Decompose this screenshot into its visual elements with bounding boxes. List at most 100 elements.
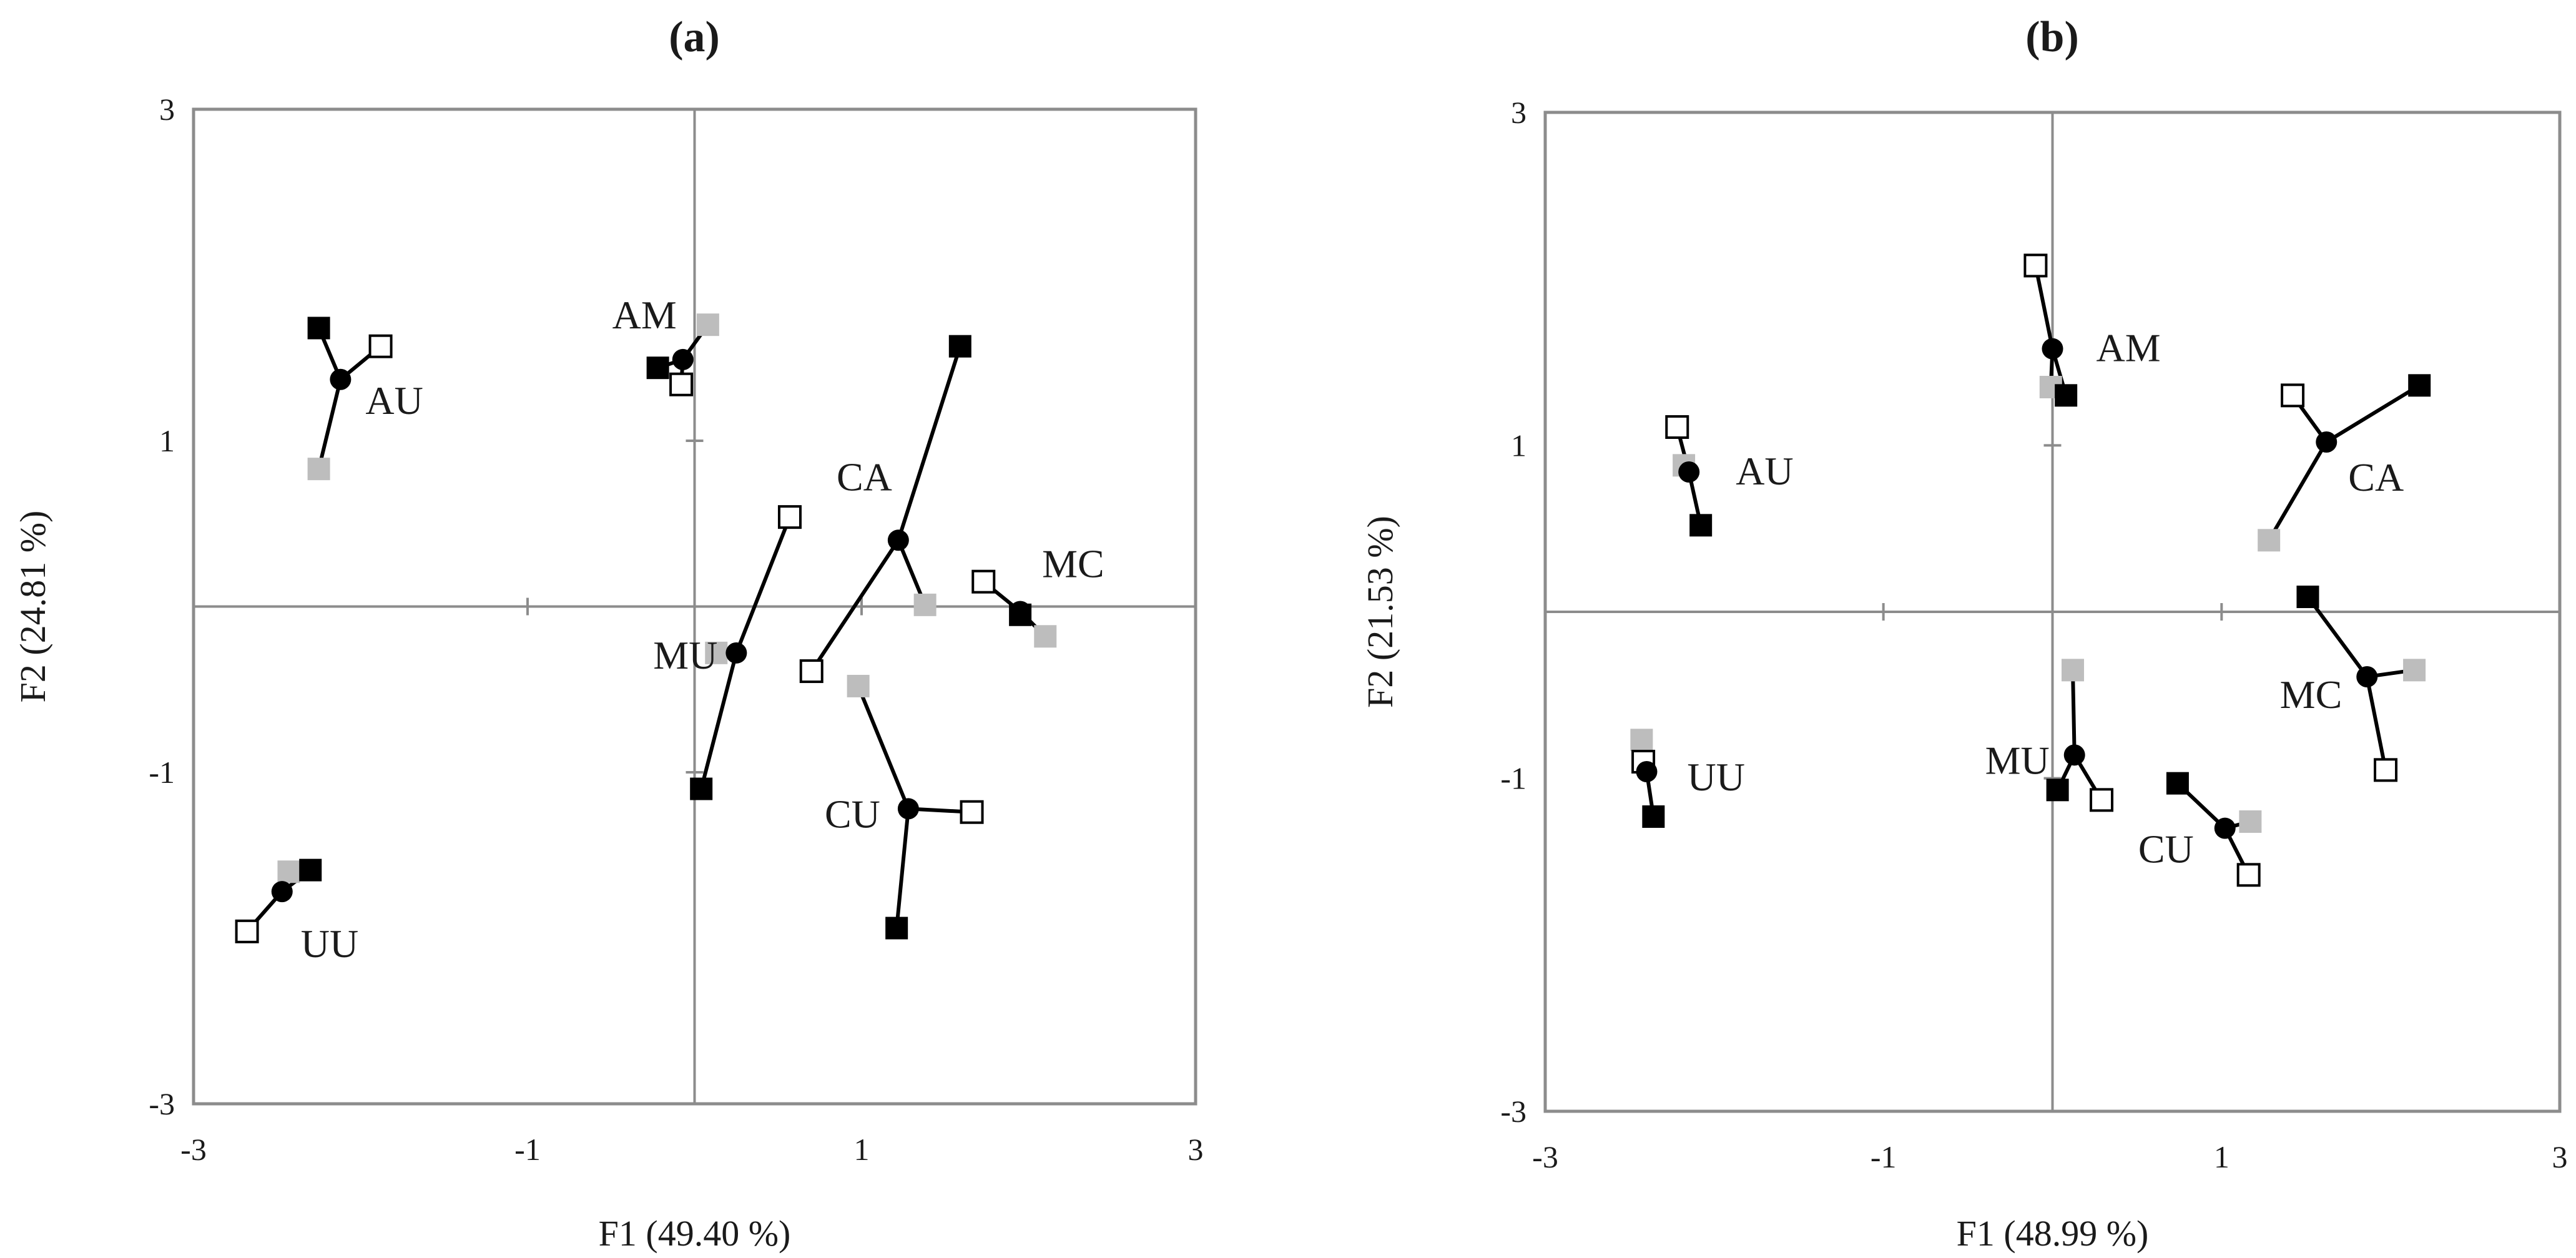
- spoke-to-white: [734, 516, 792, 654]
- white-square-marker: [2023, 253, 2048, 278]
- white-square-marker: [368, 334, 393, 358]
- y-axis-title: F2 (24.81 %): [12, 511, 53, 703]
- object-label: CU: [2138, 827, 2194, 872]
- spoke-to-gray: [317, 379, 343, 469]
- object-uu: UU: [235, 858, 358, 966]
- centroid-dot: [2214, 817, 2236, 839]
- object-label: AM: [2097, 326, 2161, 370]
- panel-label: (b): [2025, 13, 2079, 61]
- spoke-to-black: [2325, 383, 2421, 444]
- x-tick-label: 1: [854, 1132, 870, 1167]
- centroid-dot: [897, 798, 919, 820]
- chart-panel-a: -3 -1 1 3 3 1 -1 -3 (a) F1 (49.40 %) F2 (24.81 %) A…: [12, 13, 1204, 1254]
- white-square-marker: [669, 372, 694, 396]
- y-tick-label: 3: [159, 92, 175, 127]
- object-label: MC: [2280, 672, 2342, 717]
- object-label: AU: [365, 378, 423, 423]
- x-tick-label: 3: [1188, 1132, 1204, 1167]
- y-tick-label: -3: [149, 1086, 175, 1121]
- black-square-marker: [1642, 805, 1665, 828]
- object-label: MU: [653, 633, 717, 677]
- black-square-marker: [299, 858, 322, 882]
- spoke-to-gray: [2267, 441, 2328, 541]
- white-square-marker: [2090, 788, 2114, 812]
- white-square-marker: [960, 800, 984, 824]
- spoke-to-black: [895, 808, 910, 928]
- object-mc: MC: [971, 541, 1104, 648]
- spoke-to-white: [810, 539, 900, 672]
- white-square-marker: [777, 505, 802, 529]
- centroid-dot: [271, 881, 293, 903]
- centroid-dot: [2063, 744, 2085, 766]
- gray-square-marker: [1034, 625, 1057, 648]
- black-square-marker: [2296, 586, 2319, 608]
- spoke-to-black: [2306, 596, 2369, 678]
- black-square-marker: [948, 335, 971, 358]
- y-tick-label: -1: [149, 755, 175, 790]
- white-square-marker: [971, 569, 996, 594]
- y-axis-title: F2 (21.53 %): [1360, 516, 1400, 708]
- white-square-marker: [2281, 383, 2305, 408]
- black-square-marker: [2408, 374, 2431, 397]
- gray-square-marker: [2403, 659, 2426, 682]
- black-square-marker: [2046, 779, 2069, 802]
- black-square-marker: [2055, 384, 2078, 407]
- x-tick-label: 1: [2214, 1139, 2229, 1174]
- centroid-dot: [2316, 431, 2338, 453]
- x-axis-title: F1 (49.40 %): [599, 1213, 791, 1254]
- gray-square-marker: [1630, 729, 1653, 752]
- panel-label: (a): [669, 13, 720, 61]
- white-square-marker: [799, 659, 823, 684]
- x-tick-label: -1: [514, 1132, 541, 1167]
- centroid-dot: [1678, 461, 1700, 483]
- centroid-dot: [2042, 338, 2063, 360]
- object-mc: MC: [2280, 586, 2426, 782]
- object-am: AM: [2023, 253, 2161, 407]
- white-square-marker: [1665, 415, 1689, 439]
- centroid-dot: [330, 368, 351, 390]
- object-am: AM: [612, 293, 719, 396]
- object-label: CA: [837, 455, 892, 499]
- object-ca: CA: [2258, 374, 2431, 552]
- black-square-marker: [307, 317, 330, 340]
- x-tick-label: -3: [1532, 1139, 1558, 1174]
- y-tick-label: 1: [159, 423, 175, 458]
- object-uu: UU: [1630, 729, 1745, 828]
- object-label: MU: [1985, 738, 2050, 782]
- black-square-marker: [885, 916, 908, 940]
- object-label: MC: [1042, 541, 1104, 586]
- centroid-dot: [672, 348, 694, 370]
- x-tick-label: -3: [180, 1132, 207, 1167]
- y-tick-label: -1: [1500, 761, 1526, 796]
- gray-square-marker: [2258, 529, 2281, 552]
- black-square-marker: [646, 356, 669, 380]
- gray-square-marker: [913, 593, 937, 616]
- object-label: CU: [825, 792, 880, 836]
- object-mu: MU: [653, 505, 802, 800]
- object-au: AU: [1665, 415, 1794, 537]
- x-tick-label: -1: [1871, 1139, 1897, 1174]
- white-square-marker: [2236, 863, 2261, 887]
- y-tick-label: 3: [1511, 95, 1526, 130]
- object-mu: MU: [1985, 659, 2114, 812]
- spoke-to-white: [2365, 676, 2387, 770]
- y-tick-label: -3: [1500, 1094, 1526, 1129]
- x-axis-title: F1 (48.99 %): [1957, 1213, 2149, 1254]
- x-tick-label: 3: [2552, 1139, 2568, 1174]
- object-cu: CU: [825, 674, 984, 940]
- object-label: UU: [1688, 755, 1745, 799]
- gray-square-marker: [847, 674, 870, 697]
- spoke-to-black: [896, 345, 962, 541]
- centroid-dot: [887, 529, 909, 551]
- centroid-dot: [2356, 666, 2378, 687]
- object-label: UU: [301, 921, 358, 966]
- centroid-dot: [1636, 761, 1658, 782]
- object-label: AM: [612, 293, 677, 337]
- object-ca: CA: [799, 335, 971, 684]
- gray-square-marker: [277, 860, 300, 883]
- object-label: CA: [2348, 455, 2404, 499]
- white-square-marker: [235, 919, 259, 943]
- black-square-marker: [690, 777, 713, 800]
